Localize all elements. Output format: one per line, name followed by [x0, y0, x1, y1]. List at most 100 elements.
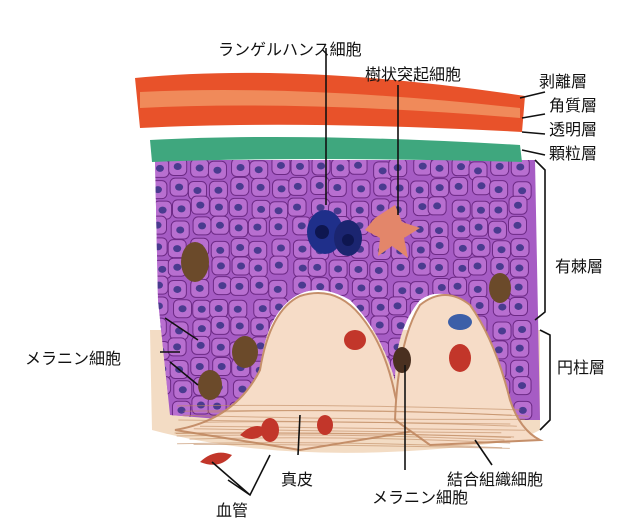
cell-nucleus	[477, 182, 485, 189]
label-exfoliation: 剥離層	[539, 73, 587, 91]
cell-nucleus	[274, 286, 282, 293]
cell-nucleus	[254, 265, 262, 272]
layer-tick-3	[522, 132, 545, 134]
label-connective-tissue-cell: 結合組織細胞	[447, 471, 543, 489]
cell-nucleus	[516, 244, 524, 251]
cell-nucleus	[177, 205, 185, 212]
label-stratum-lucidum: 透明層	[549, 121, 597, 139]
cell-nucleus	[234, 306, 242, 313]
cell-nucleus	[216, 247, 224, 254]
cell-nucleus	[156, 165, 164, 172]
cell-nucleus	[436, 242, 444, 249]
cell-nucleus	[433, 202, 441, 209]
label-dendritic: 樹状突起細胞	[365, 66, 461, 84]
cell-nucleus	[494, 206, 502, 213]
cell-nucleus	[173, 286, 181, 293]
cell-nucleus	[377, 304, 385, 311]
layer-tick-1	[520, 92, 545, 98]
cell-nucleus	[516, 163, 524, 170]
cell-nucleus	[217, 344, 225, 351]
cell-nucleus	[438, 284, 446, 291]
cell-nucleus	[436, 165, 444, 172]
cell-nucleus	[516, 366, 524, 373]
cell-nucleus	[296, 163, 304, 170]
cell-nucleus	[514, 202, 522, 209]
cell-nucleus	[175, 184, 183, 191]
cell-nucleus	[379, 183, 387, 190]
label-langerhans: ランゲルハンス細胞	[218, 41, 362, 59]
cell-nucleus	[377, 204, 385, 211]
label-stratum-granulosum: 顆粒層	[549, 145, 597, 163]
cell-nucleus	[515, 284, 523, 291]
cell-nucleus	[274, 223, 282, 230]
cell-nucleus	[153, 324, 161, 331]
cell-nucleus	[394, 302, 402, 309]
cell-nucleus	[154, 243, 162, 250]
cell-nucleus	[277, 244, 285, 251]
cell-nucleus	[298, 246, 306, 253]
cell-nucleus	[159, 207, 167, 214]
cell-nucleus	[153, 222, 161, 229]
label-blood-vessel: 血管	[216, 502, 248, 520]
cell-nucleus	[158, 266, 166, 273]
cell-nucleus	[454, 283, 462, 290]
cell-nucleus	[335, 283, 343, 290]
cell-nucleus	[254, 247, 262, 254]
stratum-granulosum	[150, 137, 522, 162]
cell-nucleus	[237, 164, 245, 171]
cell-nucleus	[217, 262, 225, 269]
cell-nucleus	[278, 185, 286, 192]
cell-nucleus	[179, 386, 187, 393]
cell-nucleus	[356, 207, 364, 214]
cell-nucleus	[234, 204, 242, 211]
cell-nucleus	[294, 183, 302, 190]
cell-nucleus	[333, 184, 341, 191]
cell-nucleus	[495, 346, 503, 353]
cell-nucleus	[397, 264, 405, 271]
cell-nucleus	[316, 283, 324, 290]
cell-nucleus	[179, 305, 187, 312]
cell-nucleus	[218, 363, 226, 370]
cell-nucleus	[375, 267, 383, 274]
cell-nucleus	[316, 182, 324, 189]
cell-nucleus	[376, 322, 384, 329]
cell-nucleus	[257, 342, 265, 349]
cell-nucleus	[216, 322, 224, 329]
cell-nucleus	[498, 304, 506, 311]
cell-nucleus	[193, 187, 201, 194]
cell-nucleus	[277, 162, 285, 169]
cell-nucleus	[173, 343, 181, 350]
cell-nucleus	[196, 165, 204, 172]
cell-nucleus	[518, 326, 526, 333]
cell-nucleus	[336, 164, 344, 171]
cell-nucleus	[474, 262, 482, 269]
label-melanocyte-bottom: メラニン細胞	[372, 489, 468, 507]
cell-nucleus	[215, 204, 223, 211]
cell-nucleus	[313, 264, 321, 271]
layer-tick-2	[522, 114, 545, 118]
cell-nucleus	[198, 306, 206, 313]
cell-nucleus	[255, 282, 263, 289]
label-dermis: 真皮	[281, 471, 313, 489]
cell-nucleus	[213, 403, 221, 410]
cell-nucleus	[215, 305, 223, 312]
cell-nucleus	[176, 226, 184, 233]
label-stratum-basale: 円柱層	[557, 359, 605, 377]
cell-nucleus	[416, 187, 424, 194]
cell-nucleus	[257, 184, 265, 191]
cell-nucleus	[415, 287, 423, 294]
cell-nucleus	[155, 282, 163, 289]
cell-nucleus	[214, 187, 222, 194]
cell-nucleus	[299, 265, 307, 272]
cell-nucleus	[255, 166, 263, 173]
cell-nucleus	[457, 206, 465, 213]
cell-nucleus	[213, 167, 221, 174]
cell-nucleus	[379, 167, 387, 174]
cell-nucleus	[154, 186, 162, 193]
cell-nucleus	[514, 303, 522, 310]
bracket-basale	[540, 330, 550, 430]
cell-nucleus	[198, 222, 206, 229]
cell-nucleus	[236, 183, 244, 190]
cell-nucleus	[235, 283, 243, 290]
